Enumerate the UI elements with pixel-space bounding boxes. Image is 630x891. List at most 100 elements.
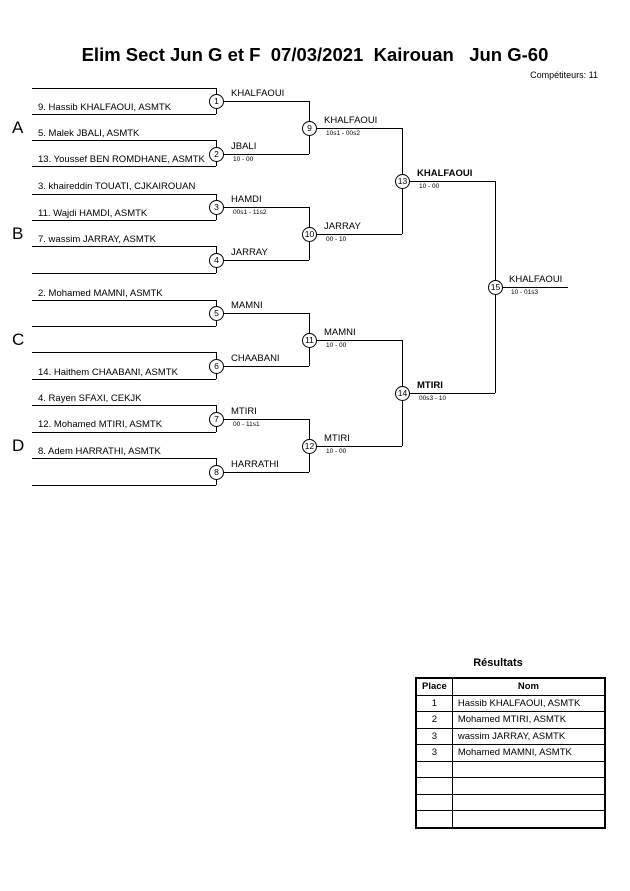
pool-label-d: D <box>12 436 25 455</box>
result-name <box>451 810 606 828</box>
match-score: 10 - 00 <box>326 448 347 455</box>
match-winner: JARRAY <box>324 221 361 232</box>
bracket-line <box>32 246 216 247</box>
result-name: Mohamed MTIRI, ASMTK <box>451 711 606 729</box>
match-number: 2 <box>209 147 224 162</box>
match-number: 3 <box>209 200 224 215</box>
page-title: Elim Sect Jun G et F 07/03/2021 Kairouan… <box>81 44 549 65</box>
table-row <box>415 793 606 811</box>
bracket-line <box>32 379 216 380</box>
match-winner: MTIRI <box>231 406 257 417</box>
results-title: Résultats <box>473 657 523 669</box>
bracket-line <box>32 326 216 327</box>
match-number: 13 <box>395 174 410 189</box>
result-name: Mohamed MAMNI, ASMTK <box>451 744 606 762</box>
match-number: 10 <box>302 227 317 242</box>
match-winner: MTIRI <box>324 433 350 444</box>
result-name: Hassib KHALFAOUI, ASMTK <box>451 694 606 712</box>
result-place <box>415 777 453 795</box>
pool-label-b: B <box>12 224 24 243</box>
pool-label-a: A <box>12 118 24 137</box>
bracket-line <box>309 446 402 447</box>
match-winner: CHAABANI <box>231 353 280 364</box>
match-number: 5 <box>209 306 224 321</box>
match-winner: MTIRI <box>417 380 443 391</box>
results-header-row: Place Nom <box>415 677 606 696</box>
bracket-line <box>32 220 216 221</box>
result-name <box>451 777 606 795</box>
match-number: 14 <box>395 386 410 401</box>
bracket-line <box>32 432 216 433</box>
result-place <box>415 810 453 828</box>
bracket-line <box>32 273 216 274</box>
table-row <box>415 777 606 795</box>
bracket-line <box>32 140 216 141</box>
player-entry: 9. Hassib KHALFAOUI, ASMTK <box>38 102 172 113</box>
player-entry: 11. Wajdi HAMDI, ASMTK <box>38 208 148 219</box>
player-entry: 7. wassim JARRAY, ASMTK <box>38 234 156 245</box>
competitors-count: Compétiteurs: 11 <box>530 70 598 80</box>
bracket-line <box>32 194 216 195</box>
match-score: 10s1 - 00s2 <box>326 130 360 137</box>
match-number: 1 <box>209 94 224 109</box>
pool-label-c: C <box>12 330 25 349</box>
result-name: wassim JARRAY, ASMTK <box>451 727 606 745</box>
match-winner: KHALFAOUI <box>231 88 285 99</box>
match-winner: MAMNI <box>324 327 356 338</box>
bracket-line <box>32 300 216 301</box>
player-entry: 2. Mohamed MAMNI, ASMTK <box>38 288 163 299</box>
match-number: 9 <box>302 121 317 136</box>
match-winner: HARRATHI <box>231 459 279 470</box>
match-score: 10 - 00 <box>326 342 347 349</box>
bracket-line <box>216 260 309 261</box>
results-header-name: Nom <box>451 677 606 696</box>
match-winner: KHALFAOUI <box>509 274 563 285</box>
match-winner: KHALFAOUI <box>324 115 378 126</box>
match-winner: KHALFAOUI <box>417 168 473 179</box>
bracket-line <box>216 154 309 155</box>
bracket-line <box>309 340 402 341</box>
match-number: 6 <box>209 359 224 374</box>
table-row <box>415 810 606 828</box>
match-winner: MAMNI <box>231 300 263 311</box>
bracket-line <box>216 101 309 102</box>
result-place <box>415 760 453 778</box>
bracket-line <box>309 128 402 129</box>
match-number: 7 <box>209 412 224 427</box>
player-entry: 8. Adem HARRATHI, ASMTK <box>38 446 161 457</box>
player-entry: 5. Malek JBALI, ASMTK <box>38 128 140 139</box>
bracket-line <box>495 287 568 288</box>
result-place: 1 <box>415 694 453 712</box>
match-score: 00s1 - 11s2 <box>233 209 267 216</box>
results-header-place: Place <box>415 677 453 696</box>
bracket-line <box>32 485 216 486</box>
match-score: 10 - 00 <box>419 183 440 190</box>
bracket-line <box>402 393 495 394</box>
bracket-line <box>216 419 309 420</box>
match-score: 00 - 11s1 <box>233 421 260 428</box>
match-winner: JARRAY <box>231 247 268 258</box>
match-number: 11 <box>302 333 317 348</box>
match-score: 10 - 00 <box>233 156 254 163</box>
bracket-line <box>216 207 309 208</box>
bracket-line <box>216 313 309 314</box>
bracket-line <box>402 181 495 182</box>
bracket-line <box>309 234 402 235</box>
bracket-line <box>32 88 216 89</box>
bracket-line <box>32 114 216 115</box>
match-number: 15 <box>488 280 503 295</box>
match-number: 12 <box>302 439 317 454</box>
player-entry: 3. khaireddin TOUATI, CJKAIROUAN <box>38 181 196 192</box>
bracket-line <box>216 472 309 473</box>
bracket-line <box>216 366 309 367</box>
result-place: 2 <box>415 711 453 729</box>
bracket-line <box>32 458 216 459</box>
match-winner: JBALI <box>231 141 257 152</box>
player-entry: 14. Haithem CHAABANI, ASMTK <box>38 367 178 378</box>
player-entry: 4. Rayen SFAXI, CEKJK <box>38 393 142 404</box>
match-score: 00 - 10 <box>326 236 347 243</box>
